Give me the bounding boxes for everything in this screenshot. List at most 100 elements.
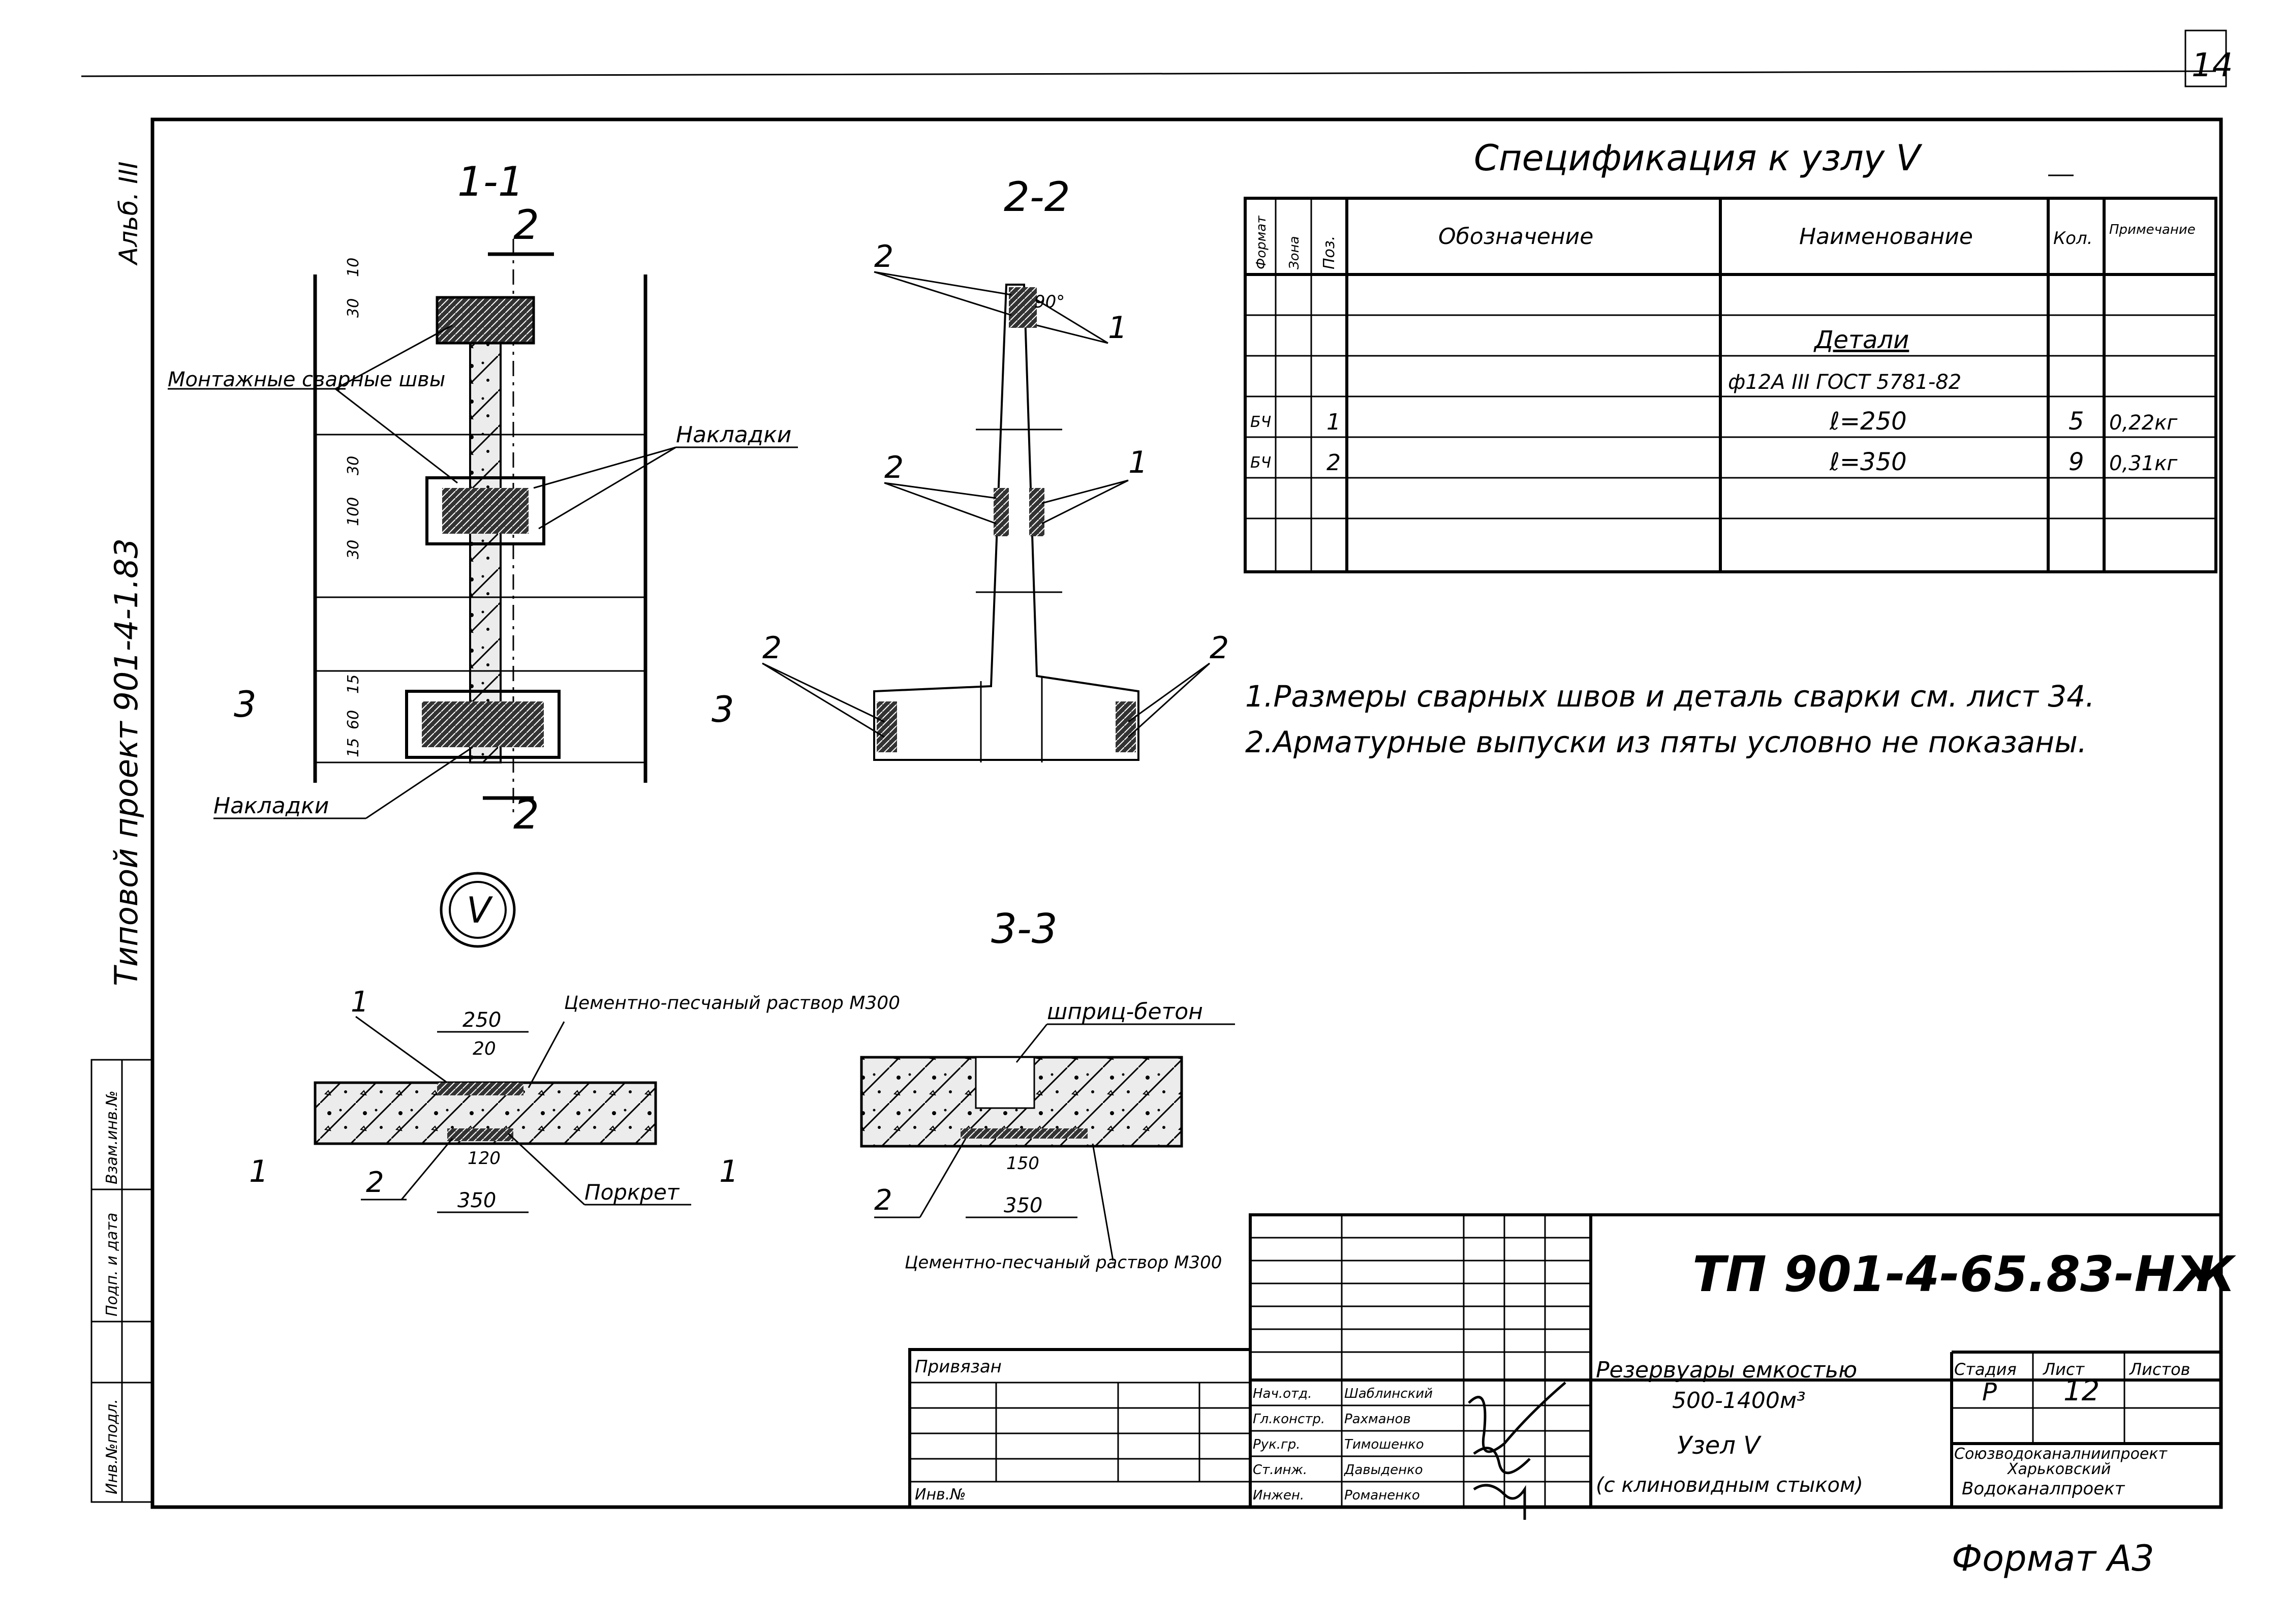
section-3-3-title: 3-3 [991, 905, 1058, 953]
svg-text:15: 15 [345, 675, 362, 694]
svg-text:Детали: Детали [1813, 326, 1909, 354]
svg-text:Типовой проект 901-4-1.83: Типовой проект 901-4-1.83 [108, 538, 145, 986]
svg-text:2: 2 [1210, 630, 1229, 666]
svg-text:30: 30 [345, 456, 362, 475]
section-1-1-title: 1-1 [457, 158, 524, 205]
svg-text:Зона: Зона [1287, 236, 1302, 269]
svg-text:5: 5 [2069, 407, 2084, 436]
svg-text:Водоканалпроект: Водоканалпроект [1962, 1479, 2125, 1499]
svg-text:Союзводоканалниипроект: Союзводоканалниипроект [1954, 1445, 2168, 1463]
note-2: 2.Арматурные выпуски из пяты условно не … [1245, 725, 2087, 759]
svg-text:Цементно-песчаный раствор М300: Цементно-песчаный раствор М300 [905, 1252, 1222, 1273]
svg-text:350: 350 [457, 1189, 496, 1212]
svg-text:ℓ=250: ℓ=250 [1829, 407, 1907, 436]
svg-text:Стадия: Стадия [1954, 1360, 2017, 1379]
spec-table: Спецификация к узлу V Формат Зона Поз. О… [1244, 137, 2217, 573]
section-2-2-title: 2-2 [1004, 173, 1070, 221]
title-block: ТП 901-4-65.83-НЖ Резервуары емкостью 50… [908, 1213, 2236, 1520]
svg-text:БЧ: БЧ [1250, 454, 1271, 472]
svg-text:2: 2 [513, 791, 539, 838]
svg-text:Нач.отд.: Нач.отд. [1253, 1386, 1312, 1401]
svg-text:Кол.: Кол. [2053, 228, 2092, 249]
svg-text:(с клиновидным стыком): (с клиновидным стыком) [1596, 1474, 1863, 1497]
svg-text:Резервуары емкостью: Резервуары емкостью [1596, 1357, 1857, 1383]
svg-text:Гл.констр.: Гл.констр. [1253, 1412, 1325, 1427]
svg-text:100: 100 [345, 497, 362, 526]
svg-text:БЧ: БЧ [1250, 413, 1271, 431]
svg-text:3: 3 [712, 689, 734, 730]
svg-text:Давыденко: Давыденко [1344, 1462, 1423, 1478]
svg-text:120: 120 [468, 1148, 501, 1169]
svg-text:Ст.инж.: Ст.инж. [1253, 1462, 1307, 1478]
svg-text:2: 2 [874, 1184, 892, 1217]
svg-text:Харьковский: Харьковский [2007, 1460, 2111, 1478]
page-number: 14 [2192, 47, 2233, 84]
svg-text:Инжен.: Инжен. [1253, 1488, 1304, 1503]
svg-text:Инв.№подл.: Инв.№подл. [103, 1399, 121, 1494]
format-label: Формат А3 [1952, 1538, 2154, 1579]
svg-text:60: 60 [345, 710, 362, 729]
svg-text:Рахманов: Рахманов [1344, 1412, 1411, 1427]
svg-text:150: 150 [1006, 1153, 1039, 1174]
svg-text:Листов: Листов [2129, 1360, 2190, 1379]
svg-text:ф12А III ГОСТ 5781-82: ф12А III ГОСТ 5781-82 [1728, 371, 1961, 394]
svg-text:Р: Р [1982, 1378, 1997, 1406]
svg-text:Лист: Лист [2043, 1360, 2085, 1379]
svg-text:10: 10 [345, 258, 362, 277]
svg-text:250: 250 [462, 1008, 501, 1032]
svg-text:30: 30 [345, 540, 362, 559]
svg-text:15: 15 [345, 738, 362, 757]
side-project-label: Типовой проект 901-4-1.83 Альб. III [108, 162, 145, 987]
svg-text:30: 30 [345, 298, 362, 318]
svg-text:1: 1 [1128, 445, 1148, 480]
svg-text:Поркрет: Поркрет [584, 1180, 680, 1205]
section-3-3: 3-3 шприц-бетон 2 150 350 Цементно-песча… [860, 905, 1235, 1273]
svg-text:Монтажные сварные швы: Монтажные сварные швы [168, 368, 445, 391]
side-stamp-column: Взам.инв.№ Подп. и дата Инв.№подл. [90, 1059, 153, 1503]
document-code: ТП 901-4-65.83-НЖ [1692, 1246, 2236, 1303]
svg-text:2: 2 [1326, 450, 1341, 476]
svg-text:1: 1 [1108, 310, 1127, 346]
spec-title: Спецификация к узлу V [1474, 137, 1922, 179]
svg-text:350: 350 [1004, 1194, 1042, 1217]
svg-text:2: 2 [874, 239, 893, 274]
svg-text:Примечание: Примечание [2109, 222, 2196, 237]
svg-text:9: 9 [2069, 448, 2084, 476]
svg-text:12: 12 [2063, 1374, 2100, 1407]
svg-text:шприц-бетон: шприц-бетон [1047, 999, 1203, 1025]
svg-text:20: 20 [473, 1038, 496, 1059]
svg-text:Привязан: Привязан [915, 1357, 1002, 1377]
svg-text:ℓ=350: ℓ=350 [1829, 448, 1907, 476]
svg-text:Подп. и дата: Подп. и дата [103, 1213, 121, 1316]
svg-text:0,22кг: 0,22кг [2109, 411, 2178, 435]
svg-text:Обозначение: Обозначение [1438, 224, 1593, 250]
svg-text:Поз.: Поз. [1320, 236, 1338, 269]
svg-text:Шаблинский: Шаблинский [1344, 1386, 1433, 1401]
svg-text:Цементно-песчаный раствор М300: Цементно-песчаный раствор М300 [564, 993, 900, 1014]
svg-text:Формат: Формат [1254, 216, 1269, 269]
svg-text:Узел V: Узел V [1677, 1431, 1762, 1460]
svg-text:Инв.№: Инв.№ [915, 1486, 966, 1504]
svg-text:Накладки: Накладки [213, 793, 329, 819]
section-1-1: 1-1 2 10 30 30 100 30 15 60 15 Монтажные… [168, 158, 798, 838]
node-v: V 1 2 250 20 120 350 Цементно-песчаный р… [249, 872, 900, 1213]
svg-text:2: 2 [366, 1166, 384, 1199]
svg-text:1: 1 [249, 1154, 268, 1189]
svg-text:Альб. III: Альб. III [114, 162, 143, 266]
svg-text:1: 1 [351, 986, 369, 1019]
svg-text:2: 2 [884, 450, 904, 485]
svg-text:500-1400м³: 500-1400м³ [1672, 1388, 1806, 1414]
signature [1468, 1382, 1566, 1520]
svg-text:Рук.гр.: Рук.гр. [1253, 1437, 1300, 1452]
node-v-symbol: V [467, 890, 493, 931]
section-2-2: 2-2 90° 2 1 2 1 2 2 [762, 173, 1229, 762]
svg-text:0,31кг: 0,31кг [2109, 452, 2178, 475]
note-1: 1.Размеры сварных швов и деталь сварки с… [1245, 679, 2095, 714]
svg-text:1: 1 [719, 1154, 738, 1189]
svg-text:Взам.инв.№: Взам.инв.№ [103, 1090, 121, 1184]
svg-text:2: 2 [513, 201, 539, 249]
svg-text:Наименование: Наименование [1799, 224, 1973, 250]
notes: 1.Размеры сварных швов и деталь сварки с… [1245, 679, 2095, 759]
svg-text:2: 2 [762, 630, 782, 666]
